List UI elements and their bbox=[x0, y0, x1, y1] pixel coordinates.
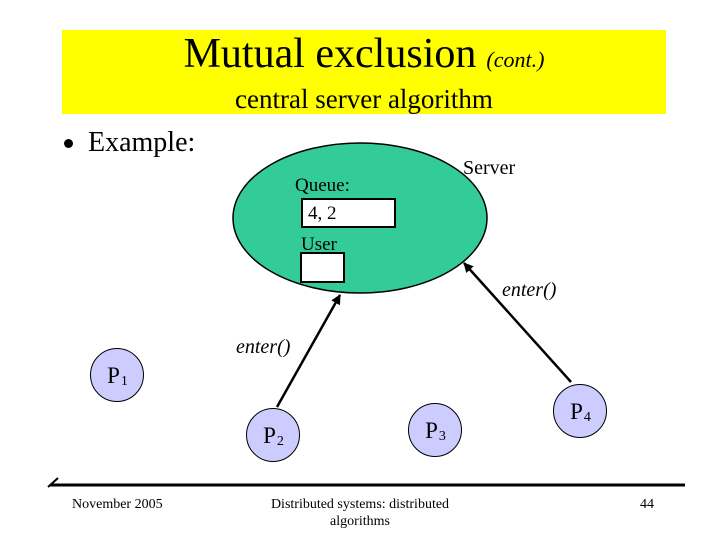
request-arrow-p4 bbox=[463, 262, 572, 383]
queue-value: 4, 2 bbox=[308, 203, 337, 224]
bullet-item-example: Example: bbox=[88, 127, 196, 158]
server-label: Server bbox=[463, 157, 516, 179]
queue-label: Queue: bbox=[295, 175, 350, 196]
user-box bbox=[300, 252, 345, 283]
process-label: P bbox=[107, 362, 120, 388]
process-subscript: 1 bbox=[120, 374, 128, 389]
queue-box: 4, 2 bbox=[301, 198, 396, 228]
process-label: P bbox=[570, 398, 583, 424]
footer-divider-tick bbox=[47, 477, 59, 488]
footer-date: November 2005 bbox=[72, 497, 163, 512]
process-subscript: 3 bbox=[438, 429, 446, 444]
title-line: Mutual exclusion (cont.) bbox=[184, 30, 545, 84]
page-title: Mutual exclusion bbox=[183, 30, 477, 77]
bullet-dot bbox=[64, 139, 73, 148]
process-label: P bbox=[263, 422, 276, 448]
title-continuation-note: (cont.) bbox=[486, 46, 545, 72]
request-arrow-p2 bbox=[275, 294, 342, 408]
process-label: P bbox=[425, 417, 438, 443]
enter-call-label-p2: enter() bbox=[236, 336, 291, 358]
page-subtitle: central server algorithm bbox=[235, 83, 493, 114]
process-subscript: 2 bbox=[276, 434, 284, 449]
title-banner: Mutual exclusion (cont.) central server … bbox=[62, 30, 666, 114]
user-label: User bbox=[301, 234, 337, 255]
process-subscript: 4 bbox=[583, 410, 591, 425]
enter-call-label-p4: enter() bbox=[502, 279, 557, 301]
footer-page-number: 44 bbox=[640, 497, 654, 512]
footer-course-title: Distributed systems: distributed algorit… bbox=[270, 497, 450, 529]
